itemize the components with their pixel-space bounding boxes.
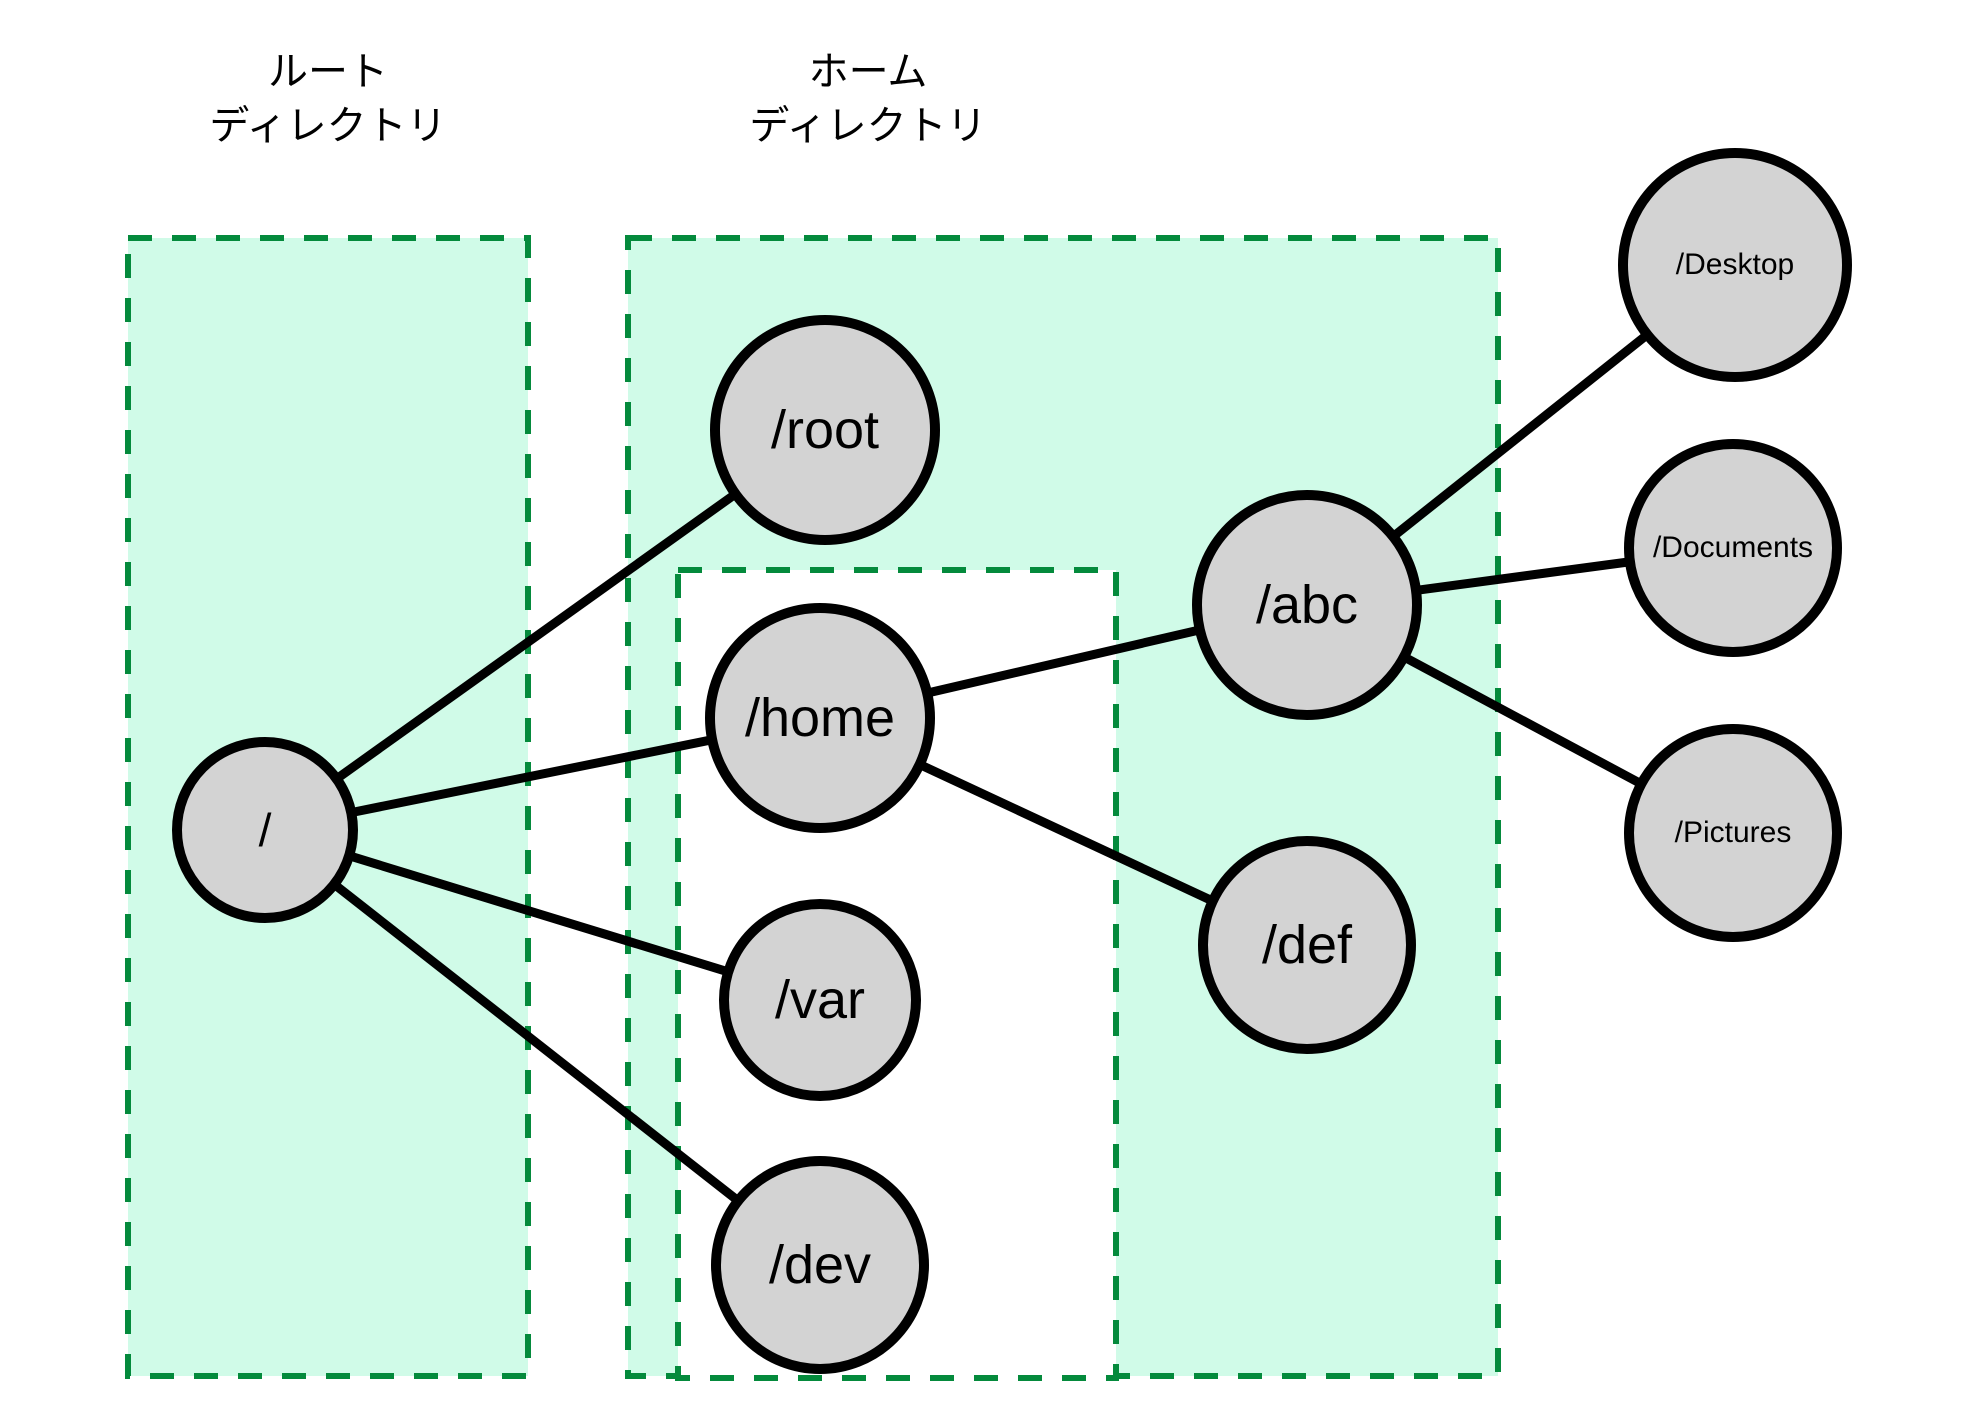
- region-caption-home-directory: ホーム ディレクトリ: [749, 49, 987, 149]
- edge-abc-to-pictures: [1398, 651, 1647, 790]
- node-circle-desktop[interactable]: [1618, 148, 1852, 382]
- node-circle-home[interactable]: [705, 603, 935, 833]
- node-circle-rootdir[interactable]: [710, 315, 940, 545]
- edge-home-to-abc: [922, 624, 1205, 699]
- node-circle-pictures[interactable]: [1624, 724, 1842, 942]
- edge-abc-to-documents: [1411, 556, 1635, 596]
- region-caption-root-directory: ルート ディレクトリ: [209, 49, 447, 149]
- edges-layer: [328, 328, 1654, 1207]
- node-circle-var[interactable]: [719, 899, 921, 1101]
- node-circle-abc[interactable]: [1192, 490, 1422, 720]
- node-circle-def[interactable]: [1198, 836, 1416, 1054]
- node-circle-root[interactable]: [172, 737, 358, 923]
- edge-home-to-def: [914, 758, 1219, 907]
- node-circle-dev[interactable]: [711, 1156, 929, 1374]
- edge-root-to-var: [343, 850, 734, 978]
- edge-root-to-rootdir: [330, 487, 742, 785]
- nodes-layer: [172, 148, 1852, 1374]
- node-circle-documents[interactable]: [1624, 439, 1842, 657]
- edge-abc-to-desktop: [1387, 328, 1654, 543]
- edge-root-to-dev: [328, 878, 745, 1207]
- edge-root-to-home: [346, 734, 717, 818]
